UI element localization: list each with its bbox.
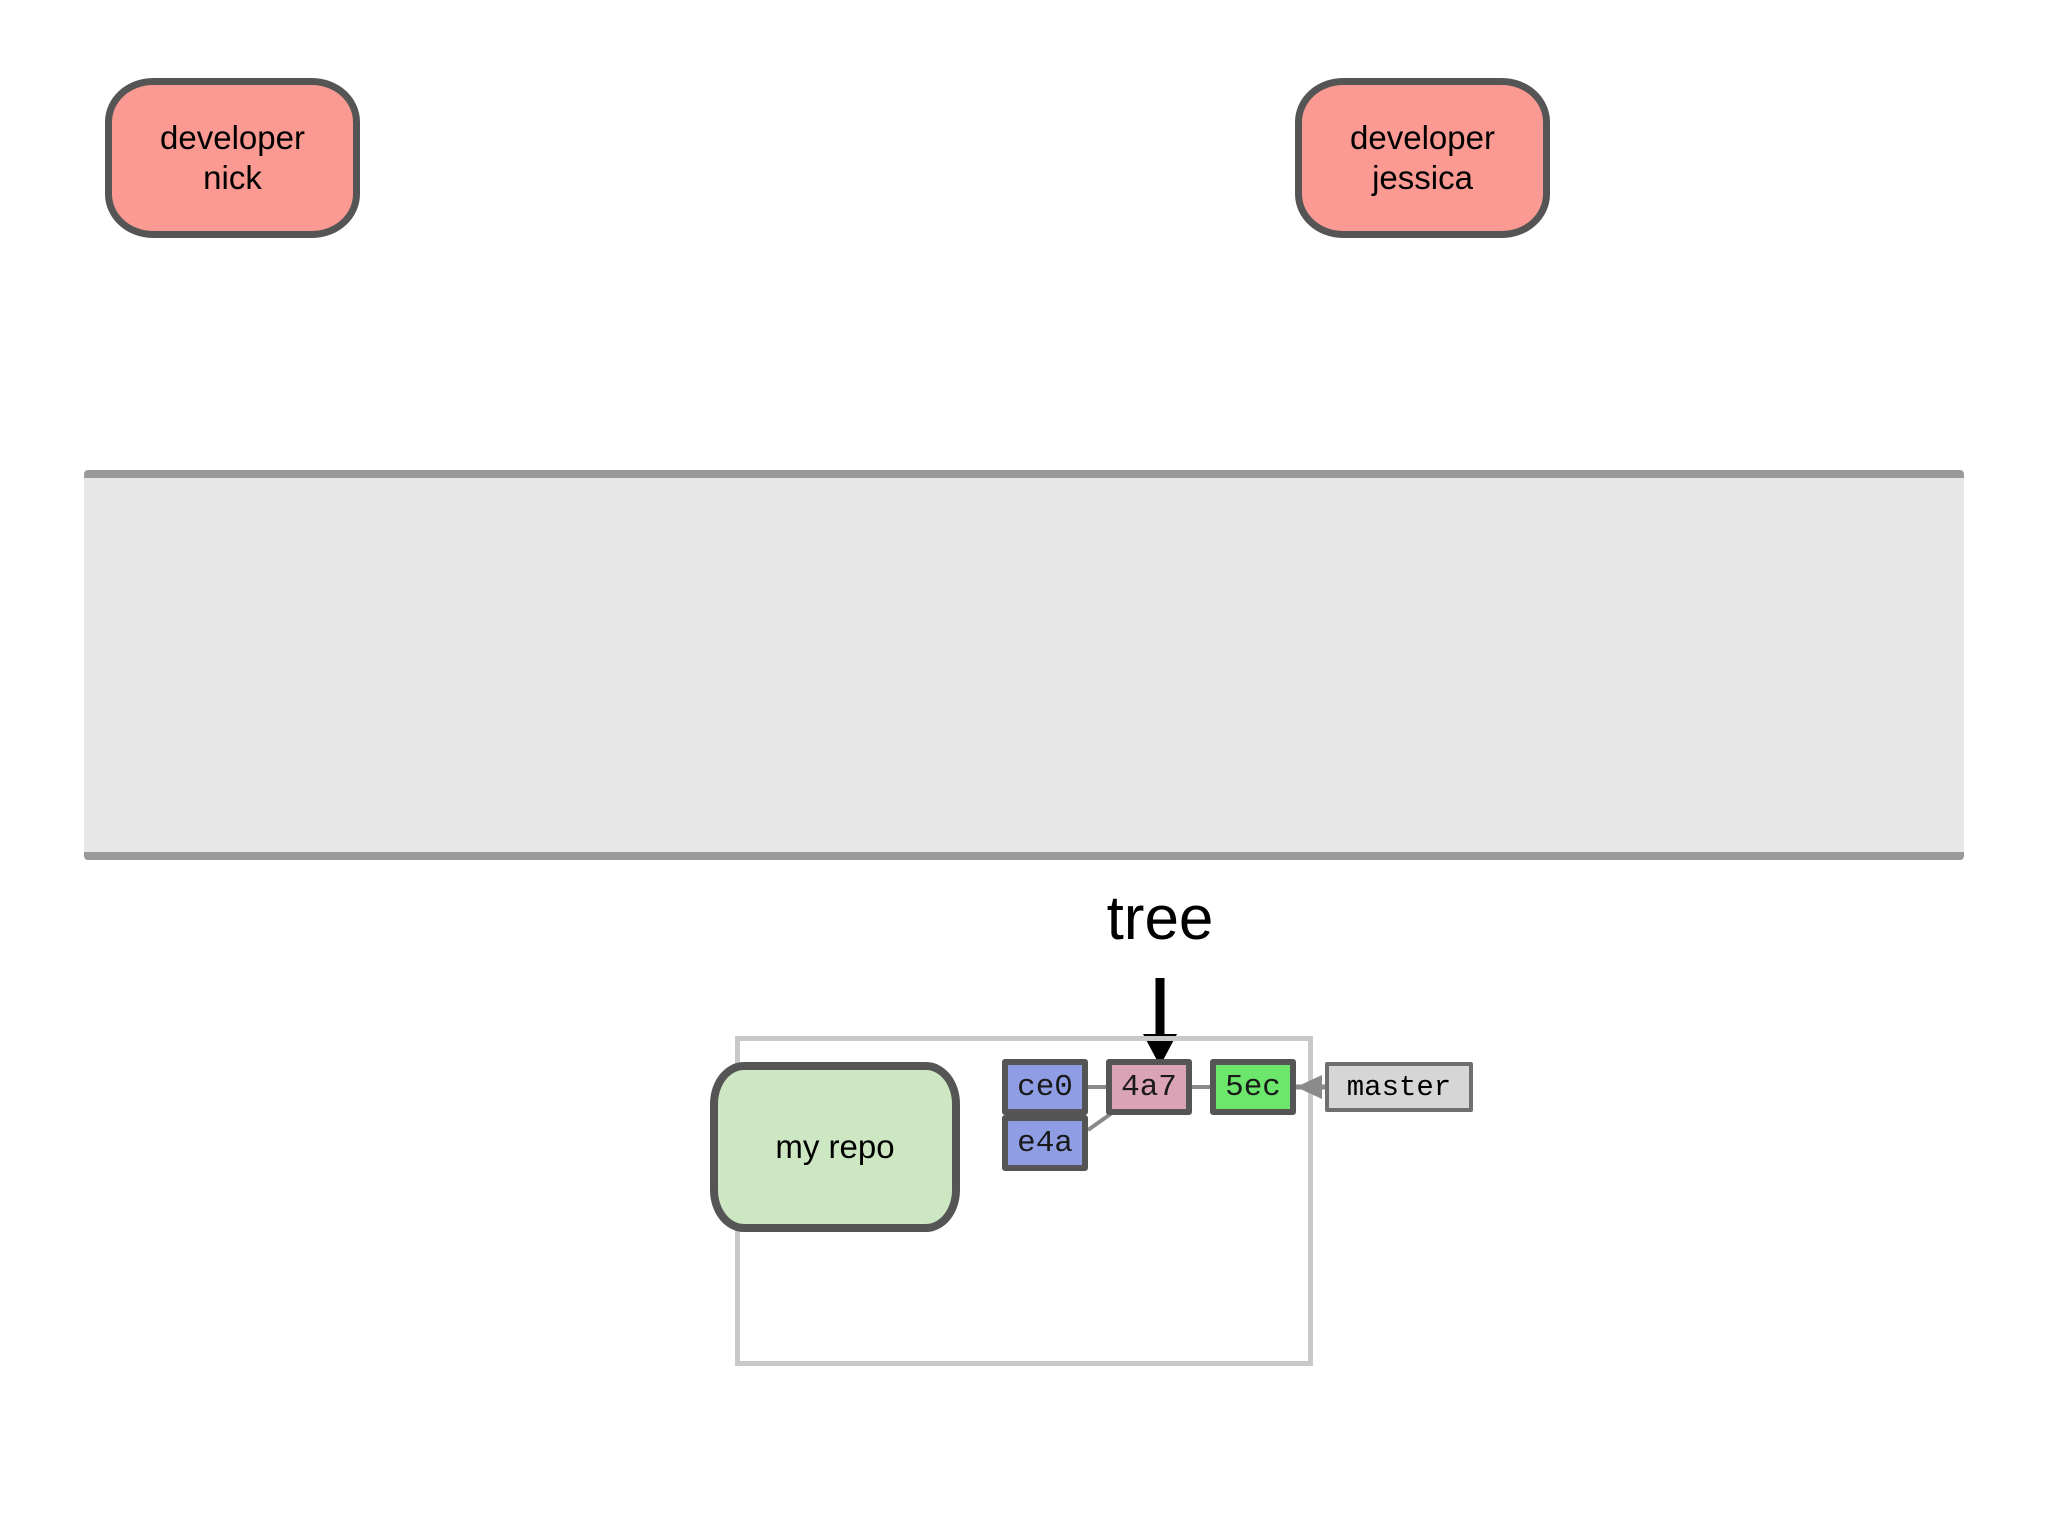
developer-node-jessica-line2: jessica [1372, 159, 1473, 196]
git-object-4a7-label: 4a7 [1121, 1069, 1177, 1105]
developer-node-jessica[interactable]: developer jessica [1295, 78, 1550, 238]
tree-annotation-label: tree [1106, 884, 1214, 953]
git-object-e4a-label: e4a [1017, 1125, 1073, 1161]
git-object-5ec[interactable]: 5ec [1210, 1059, 1296, 1115]
developer-node-nick-line2: nick [203, 159, 262, 196]
git-object-5ec-label: 5ec [1225, 1069, 1281, 1105]
repo-node-label: my repo [775, 1128, 895, 1165]
developer-node-nick[interactable]: developer nick [105, 78, 360, 238]
git-ref-master-label: master [1346, 1070, 1452, 1104]
shared-server-panel [84, 470, 1964, 860]
git-object-e4a[interactable]: e4a [1002, 1115, 1088, 1171]
git-object-ce0-label: ce0 [1017, 1069, 1073, 1105]
git-object-4a7[interactable]: 4a7 [1106, 1059, 1192, 1115]
git-ref-master[interactable]: master [1325, 1062, 1473, 1112]
git-object-ce0[interactable]: ce0 [1002, 1059, 1088, 1115]
developer-node-jessica-line1: developer [1350, 118, 1495, 156]
developer-node-nick-line1: developer [160, 118, 305, 156]
repo-node-my-repo[interactable]: my repo [710, 1062, 960, 1232]
tree-annotation-arrow-icon [1138, 978, 1182, 1066]
